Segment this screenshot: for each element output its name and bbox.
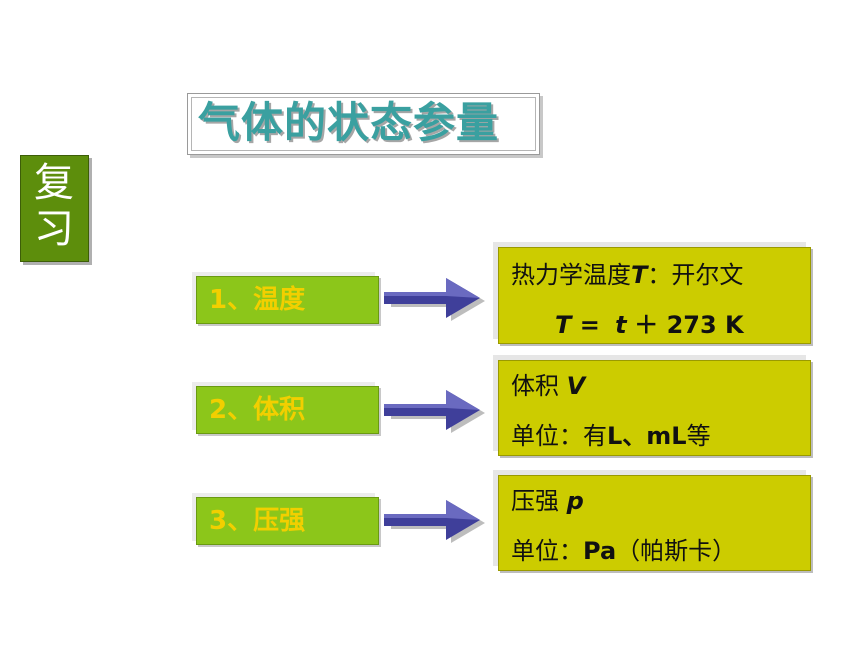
label-volume-text: 2、体积	[209, 395, 306, 425]
volume-units: 单位：有L、mL等	[511, 422, 711, 450]
volume-definition: 体积 V	[511, 372, 586, 400]
review-char-2: 习	[34, 206, 74, 252]
label-temperature-text: 1、温度	[209, 285, 306, 315]
pressure-definition: 压强 p	[511, 487, 584, 515]
info-volume: 体积 V 单位：有L、mL等	[498, 360, 811, 456]
label-volume: 2、体积	[196, 386, 379, 434]
label-pressure-text: 3、压强	[209, 506, 306, 536]
pressure-units: 单位：Pa（帕斯卡）	[511, 537, 737, 565]
review-tag-text: 复 习	[27, 160, 81, 252]
arrow-right-icon	[384, 390, 485, 433]
arrow-right-icon	[384, 500, 485, 543]
temperature-definition: 热力学温度T：开尔文	[511, 261, 744, 289]
temperature-formula: T = t ＋ 273 K	[555, 311, 744, 339]
info-temperature: 热力学温度T：开尔文 T = t ＋ 273 K	[498, 247, 811, 344]
slide-title: 气体的状态参量	[198, 98, 500, 147]
review-tag: 复 习	[20, 155, 89, 262]
title-box: 气体的状态参量	[187, 93, 540, 155]
label-pressure: 3、压强	[196, 497, 379, 545]
label-temperature: 1、温度	[196, 276, 379, 324]
review-char-1: 复	[34, 160, 74, 206]
info-pressure: 压强 p 单位：Pa（帕斯卡）	[498, 475, 811, 571]
arrow-right-icon	[384, 278, 485, 321]
